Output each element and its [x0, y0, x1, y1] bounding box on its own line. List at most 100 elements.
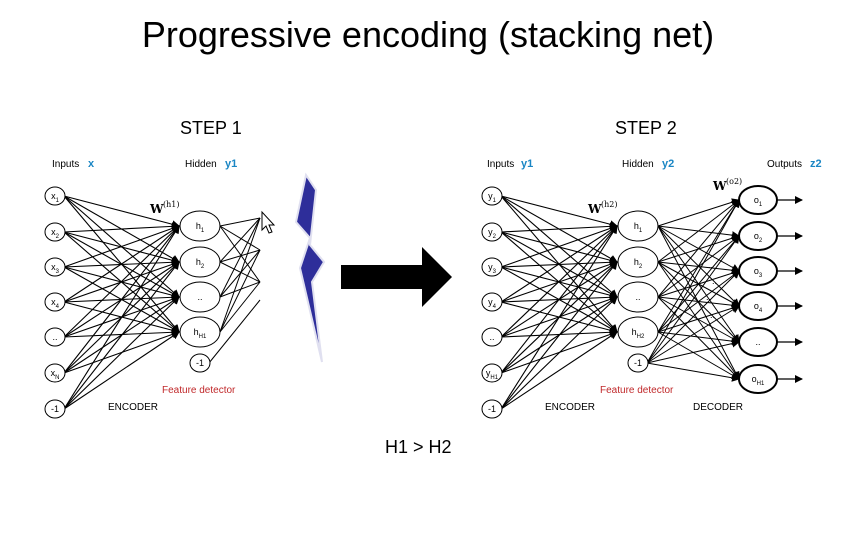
step2-hidden-node [617, 210, 659, 242]
node-label: o3 [754, 266, 763, 279]
step2-decoder-edge [657, 198, 740, 227]
step1-input-node [44, 222, 66, 242]
step2-decoder-edge [646, 199, 740, 364]
step2-decoder-edge [657, 331, 740, 346]
step2-edge [500, 261, 618, 410]
step1-out-edge [219, 217, 261, 227]
step2-decoder: DECODER [693, 402, 743, 413]
node-label: y3 [488, 262, 497, 275]
node-label: o1 [754, 195, 763, 208]
step2-output-node [738, 256, 778, 286]
step2-label: STEP 2 [615, 118, 677, 138]
step2-output-node [738, 364, 778, 394]
ellipsis-mark: .. [712, 276, 717, 286]
step2-weight-hidden-sup: (h2) [601, 200, 617, 209]
step2-outputs-label: Outputs [767, 159, 802, 170]
step1-out-edge [219, 261, 261, 283]
node-label: h2 [634, 257, 643, 270]
step2-decoder-edge [646, 270, 740, 364]
step1-out-edge [219, 249, 261, 263]
step2-output-node [738, 185, 778, 215]
node-label: o2 [754, 231, 763, 244]
step2-output-node [738, 221, 778, 251]
step2-input-node [481, 399, 503, 419]
step2-input-node [481, 222, 503, 242]
step1-hidden-node [179, 210, 221, 242]
step2-decoder-edge [646, 362, 740, 382]
page-title: Progressive encoding (stacking net) [141, 14, 715, 55]
step1-edge [63, 331, 180, 410]
step1-out-edge [208, 299, 261, 364]
step1-edge [63, 225, 180, 374]
step2-decoder-edge [657, 199, 740, 333]
step2-edge [500, 296, 618, 410]
relation-label: H1 > H2 [385, 437, 452, 457]
node-label: .. [52, 332, 57, 342]
step2-decoder-edge [657, 304, 740, 333]
step2-weight-output: W [712, 179, 727, 193]
node-label: -1 [196, 358, 204, 368]
step1-out-edge [219, 217, 261, 333]
node-label: .. [489, 332, 494, 342]
step2-input-node [481, 186, 503, 206]
step1-input-node [44, 186, 66, 206]
node-label: h1 [634, 221, 643, 234]
step1-label: STEP 1 [180, 118, 242, 138]
node-label: -1 [51, 404, 59, 414]
step2-decoder-edge [646, 235, 740, 364]
step2-encoder: ENCODER [545, 402, 595, 413]
step1-out-edge [219, 225, 261, 283]
step2-edge [500, 331, 618, 410]
step1-out-edge [219, 225, 261, 251]
node-label: .. [197, 292, 202, 302]
node-label: .. [635, 292, 640, 302]
node-label: h1 [196, 221, 205, 234]
step1-input-node [44, 292, 66, 312]
step1-out-edge [219, 281, 261, 298]
step1-out-edge [219, 217, 261, 263]
node-label: y4 [488, 297, 497, 310]
step1-inputs-label: Inputs [52, 159, 79, 170]
step1-input-node [44, 327, 66, 347]
step2-edge [500, 195, 618, 229]
step1-edge [63, 296, 180, 410]
step2-edge [500, 225, 618, 338]
step2-decoder-edge [657, 199, 740, 298]
step2-outputs-var: z2 [810, 158, 822, 170]
step1-hidden-node [179, 281, 221, 313]
step1-out-edge [219, 217, 261, 298]
step2-decoder-edge [646, 305, 740, 364]
step2-weight-hidden: W [587, 202, 602, 216]
step1-hidden-label: Hidden [185, 159, 217, 170]
step1-input-node [44, 257, 66, 277]
step1-edge [63, 225, 180, 410]
step2-output-node [738, 327, 778, 357]
step1-feature: Feature detector [162, 385, 236, 396]
step1-hidden-node [179, 316, 221, 348]
step2-decoder-edge [657, 235, 740, 333]
step1-encoder: ENCODER [108, 402, 158, 413]
node-label: xN [51, 368, 60, 381]
step1-edges [63, 195, 261, 410]
step2-input-node [481, 292, 503, 312]
step1-weight-sup: (h1) [163, 200, 179, 209]
node-label: -1 [488, 404, 496, 414]
step1-input-node [44, 363, 66, 383]
step1-out-edge [219, 281, 261, 333]
node-label: o4 [754, 301, 763, 314]
step2-decoder-edge [657, 331, 740, 380]
step1-hidden-node [179, 246, 221, 278]
step2-decoder-edge [657, 199, 740, 263]
step2-edge [500, 225, 618, 374]
step1-edge [63, 225, 180, 303]
step1-inputs-var: x [88, 158, 95, 170]
step2-weight-output-sup: (o2) [726, 177, 742, 186]
node-label: -1 [634, 358, 642, 368]
node-label: x2 [51, 227, 60, 240]
step1-out-edge [219, 249, 261, 333]
node-label: .. [755, 337, 760, 347]
step2-decoder-edge [646, 339, 740, 364]
step1-edge [63, 261, 180, 410]
